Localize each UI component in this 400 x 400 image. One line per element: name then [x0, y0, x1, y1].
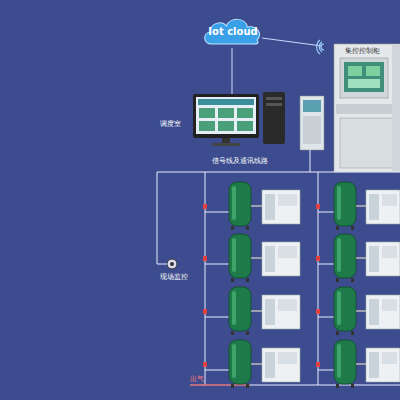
wire-label: 信号线及通讯线路: [212, 158, 268, 166]
sensor-label: 现场监控: [160, 274, 188, 282]
tank-unit: [203, 340, 300, 388]
tank-unit: [203, 234, 300, 282]
room-label: 调度室: [160, 121, 181, 129]
outlet-pipe: [190, 384, 250, 385]
tank-unit: [203, 287, 300, 335]
computer: [193, 92, 324, 150]
control-console: [334, 44, 400, 172]
tank-unit: [203, 182, 300, 230]
signal-wire: [157, 150, 400, 385]
tank-unit: [316, 234, 400, 282]
cloud-link: [262, 38, 322, 46]
cloud-node: Iot cloud: [201, 14, 264, 48]
tank-unit: [316, 182, 400, 230]
tank-unit: [316, 287, 400, 335]
sensor: [157, 258, 177, 269]
cloud-link: [232, 48, 233, 95]
console-label: 集控控制柜: [345, 48, 380, 56]
tank-unit: [316, 340, 400, 388]
node-text: Iot cloud: [208, 26, 257, 37]
wifi-symbol: [317, 40, 324, 54]
outlet-label: 出气: [190, 376, 204, 384]
